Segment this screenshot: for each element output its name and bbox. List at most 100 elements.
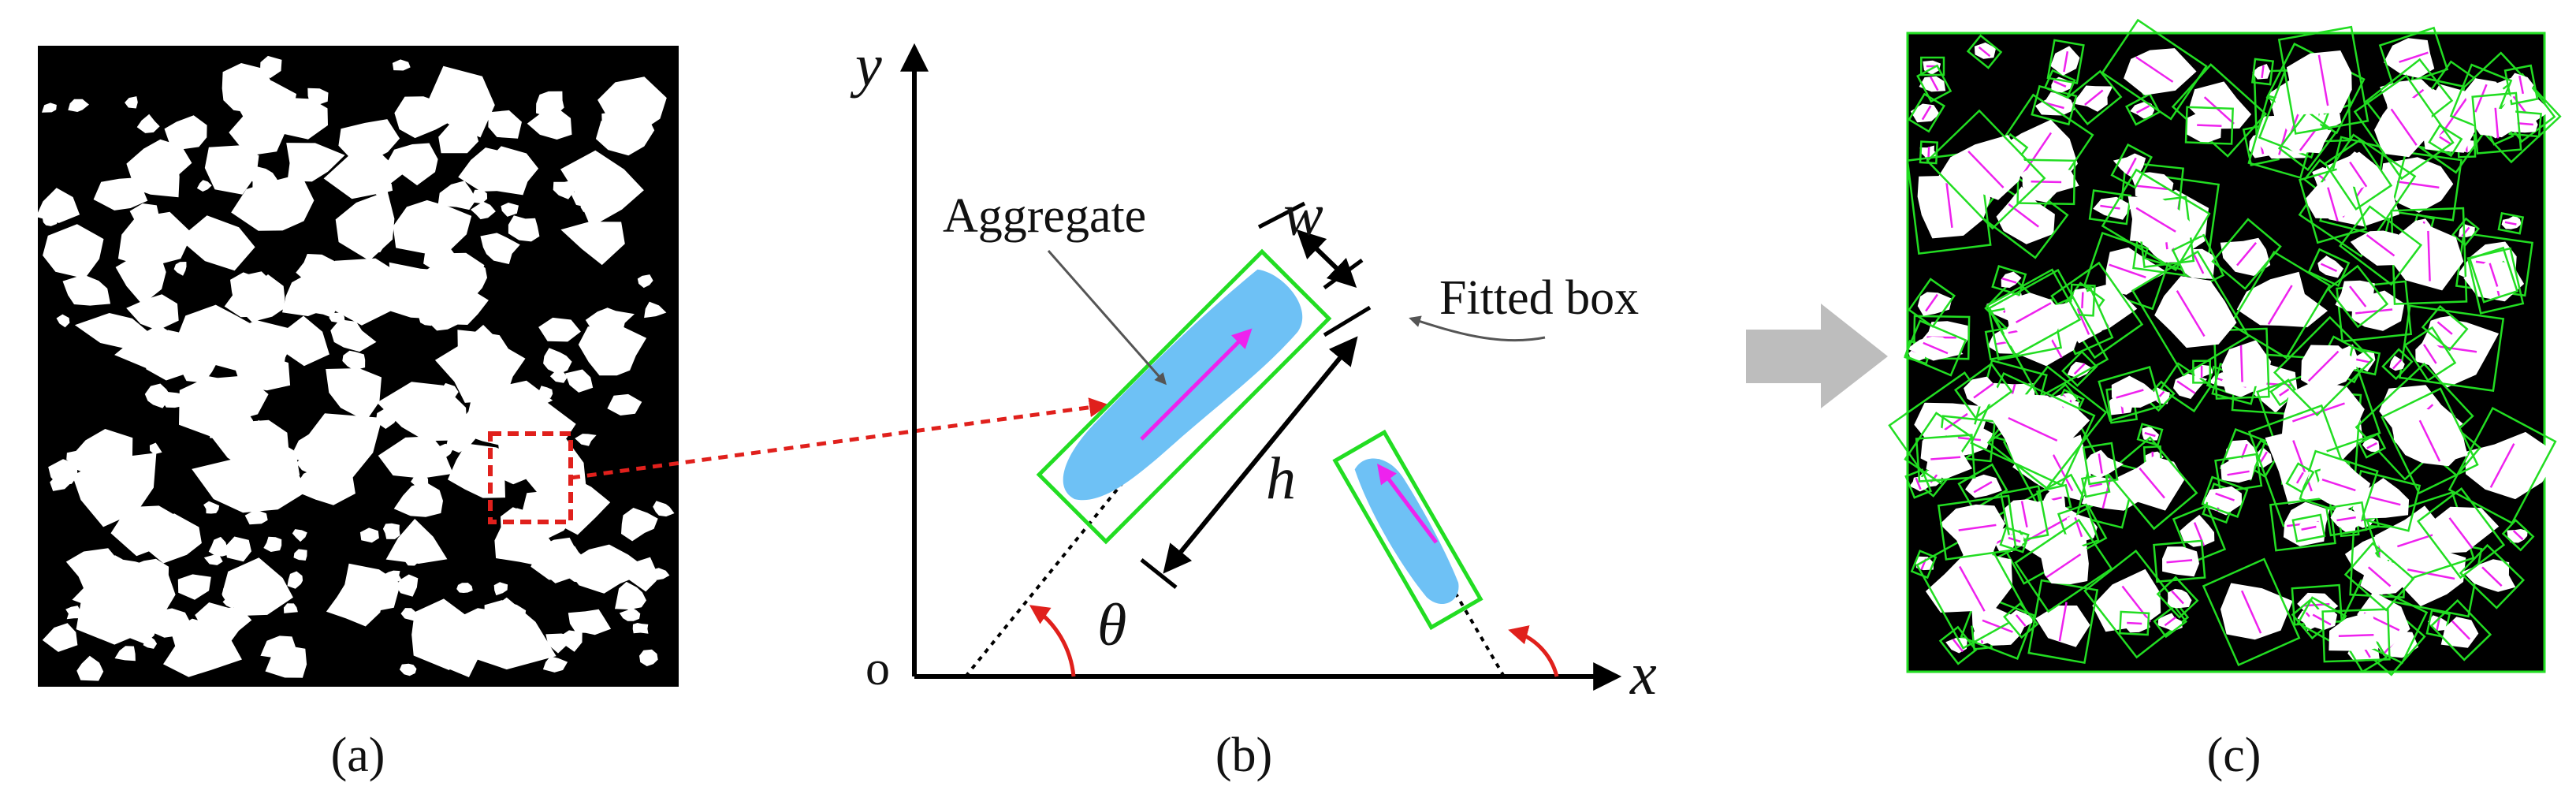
aggregate-particle (2178, 248, 2215, 279)
direction-arrow (2422, 344, 2437, 364)
width-symbol: w (1283, 182, 1323, 248)
direction-arrow (2176, 290, 2206, 337)
aggregate-particle (143, 608, 192, 638)
fitted-box (2192, 360, 2211, 384)
aggregate-particle (323, 151, 403, 199)
aggregate-particle (560, 222, 625, 266)
aggregate-particle (2328, 611, 2377, 651)
fitted-box (1937, 494, 2017, 561)
direction-arrow (2020, 501, 2028, 528)
aggregate-particle (68, 99, 89, 112)
aggregate-particle (164, 115, 207, 150)
aggregate-particle (1935, 135, 2026, 200)
direction-arrow (1978, 46, 1991, 58)
aggregate-particle (393, 482, 443, 517)
aggregate-particle (384, 570, 402, 585)
aggregate-particle (2148, 386, 2170, 404)
fitted-box (1920, 56, 1945, 76)
direction-arrow (2227, 470, 2250, 476)
fitted-box (1904, 319, 1967, 377)
direction-arrow (2418, 419, 2441, 462)
direction-arrow (1915, 477, 1922, 490)
direction-arrow (2349, 285, 2367, 307)
aggregate-particle (1974, 42, 1997, 59)
direction-arrow (2008, 416, 2058, 442)
fitted-box (2101, 168, 2211, 271)
panel-b: y x o w h θ Aggregate (850, 32, 1657, 782)
aggregate-particle (2301, 345, 2359, 392)
aggregate-particle (549, 371, 568, 383)
aggregate-particle (377, 382, 468, 442)
fitted-box (2118, 610, 2150, 636)
aggregate-particle (2236, 271, 2328, 328)
aggregate-particle (2127, 196, 2203, 244)
panel-a-label: (a) (331, 729, 385, 782)
direction-arrow (2494, 107, 2500, 139)
aggregate-particle (1910, 103, 1940, 123)
fitted-box (2277, 25, 2369, 135)
fitted-box (1910, 550, 1938, 580)
aggregate-particle (204, 145, 259, 195)
fitted-box (2459, 543, 2526, 609)
aggregate-particle (263, 536, 282, 552)
direction-arrow (2015, 302, 2052, 323)
aggregate-particle (73, 429, 133, 479)
aggregate-particle (2037, 534, 2089, 584)
fitted-box (2060, 350, 2098, 387)
aggregate-particle (66, 450, 86, 468)
panel-c-label: (c) (2207, 729, 2261, 782)
aggregate-particle (287, 571, 303, 589)
aggregate-particle (392, 59, 411, 71)
aggregate-particle (132, 463, 154, 483)
x-axis-label: x (1629, 641, 1657, 707)
aggregate-particle (2336, 151, 2383, 188)
aggregate-particle (43, 224, 104, 279)
fitted-box (2003, 602, 2039, 639)
direction-arrow (2001, 277, 2017, 284)
aggregate-particle (399, 663, 417, 676)
aggregate-particle (482, 146, 539, 187)
aggregate-particle (501, 203, 519, 217)
direction-arrow (2136, 184, 2168, 191)
direction-arrow (2392, 358, 2403, 370)
aggregate-particle (2381, 220, 2464, 291)
fitted-box-label: Fitted box (1439, 271, 1639, 325)
aggregate-particle (224, 271, 278, 318)
fitted-box (2201, 475, 2249, 518)
aggregate-particle (446, 344, 508, 393)
aggregate-particle (2221, 340, 2272, 389)
direction-arrow (2121, 585, 2151, 623)
aggregate-particle (393, 199, 472, 255)
aggregate-particle (553, 180, 579, 199)
aggregate-particle (306, 413, 382, 481)
aggregate-particle (335, 191, 395, 261)
aggregate-particle (2117, 456, 2185, 511)
fitted-box (2299, 165, 2368, 244)
aggregate-particle (143, 635, 158, 649)
fitted-box (2082, 442, 2119, 486)
fitted-box (2083, 549, 2190, 659)
aggregate-particle (2142, 426, 2159, 441)
aggregate-particle (125, 96, 138, 109)
direction-arrow (1923, 341, 1949, 355)
fitted-box (2159, 362, 2213, 413)
fitted-box (2451, 217, 2480, 247)
fitted-box (2136, 423, 2164, 446)
fitted-box (2277, 110, 2337, 172)
direction-arrow (2489, 443, 2515, 488)
aggregate-particle (2462, 559, 2516, 592)
fitted-box (2250, 58, 2275, 86)
aggregate-particle (76, 655, 104, 681)
fitted-box (2080, 472, 2111, 498)
direction-arrow (2355, 308, 2393, 315)
direction-arrow (2367, 566, 2392, 587)
aggregate-particle (146, 330, 207, 381)
fitted-box (2403, 326, 2457, 382)
aggregate-particle (126, 294, 179, 331)
aggregate-particle (313, 300, 336, 319)
fitted-box (1938, 625, 1978, 665)
direction-arrow (2164, 617, 2176, 627)
fitted-box (2285, 462, 2315, 494)
aggregate-particle (615, 581, 646, 610)
direction-arrow (2098, 453, 2103, 474)
